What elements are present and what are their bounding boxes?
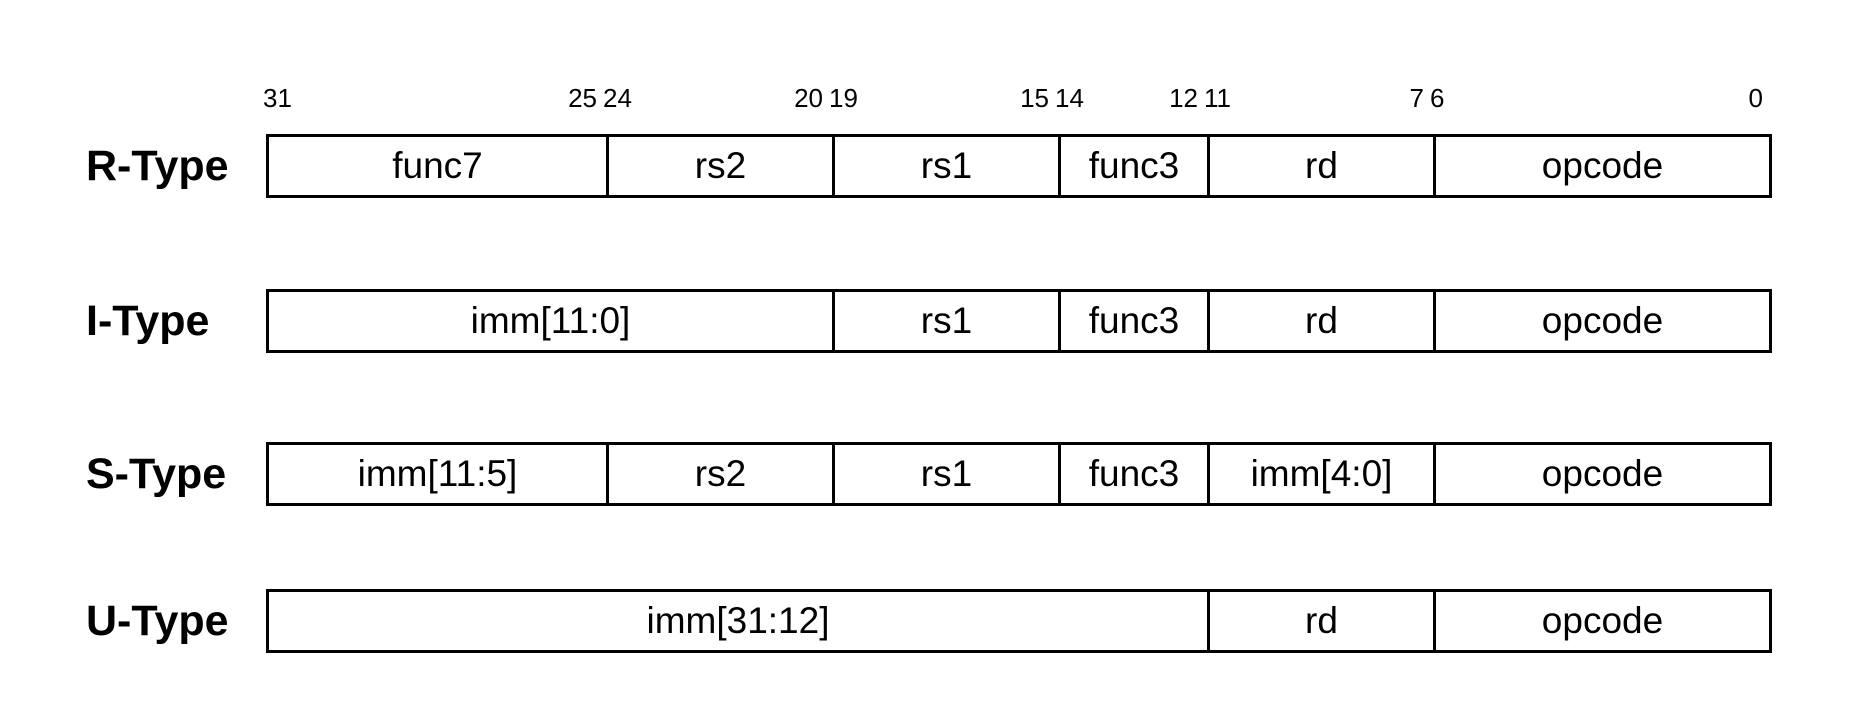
bit-number-low: 25 [568,83,597,113]
bit-number-low: 7 [1409,83,1424,113]
field-rs1: rs1 [832,442,1061,506]
bit-number-low: 12 [1169,83,1198,113]
bit-range-label: 11 7 [1204,84,1424,112]
bit-number-low: 0 [1748,83,1763,113]
bit-number-high: 19 [829,83,858,113]
field-func3: func3 [1058,134,1210,198]
field-imm-4-0: imm[4:0] [1207,442,1436,506]
bit-number-high: 31 [263,83,292,113]
bit-number-high: 11 [1204,83,1231,113]
format-name-u-type: U-Type [86,597,229,645]
bit-number-high: 6 [1430,83,1445,113]
field-rs2: rs2 [606,442,835,506]
field-imm-31-12: imm[31:12] [266,589,1210,653]
field-func3: func3 [1058,442,1210,506]
bit-number-high: 24 [603,83,632,113]
field-func3: func3 [1058,289,1210,353]
bit-number-high: 14 [1055,83,1084,113]
bit-range-label: 31 25 [263,84,597,112]
bit-number-low: 15 [1020,83,1049,113]
bit-range-label: 24 20 [603,84,823,112]
format-name-r-type: R-Type [86,142,229,190]
field-imm-11-0: imm[11:0] [266,289,835,353]
field-opcode: opcode [1433,589,1772,653]
format-name-s-type: S-Type [86,450,227,498]
field-opcode: opcode [1433,442,1772,506]
field-rs1: rs1 [832,134,1061,198]
bit-range-label: 14 12 [1055,84,1198,112]
field-rd: rd [1207,289,1436,353]
field-rs2: rs2 [606,134,835,198]
field-func7: func7 [266,134,609,198]
field-rd: rd [1207,134,1436,198]
field-rs1: rs1 [832,289,1061,353]
field-opcode: opcode [1433,134,1772,198]
bit-number-low: 20 [794,83,823,113]
format-name-i-type: I-Type [86,297,210,345]
field-rd: rd [1207,589,1436,653]
field-opcode: opcode [1433,289,1772,353]
field-imm-11-5: imm[11:5] [266,442,609,506]
